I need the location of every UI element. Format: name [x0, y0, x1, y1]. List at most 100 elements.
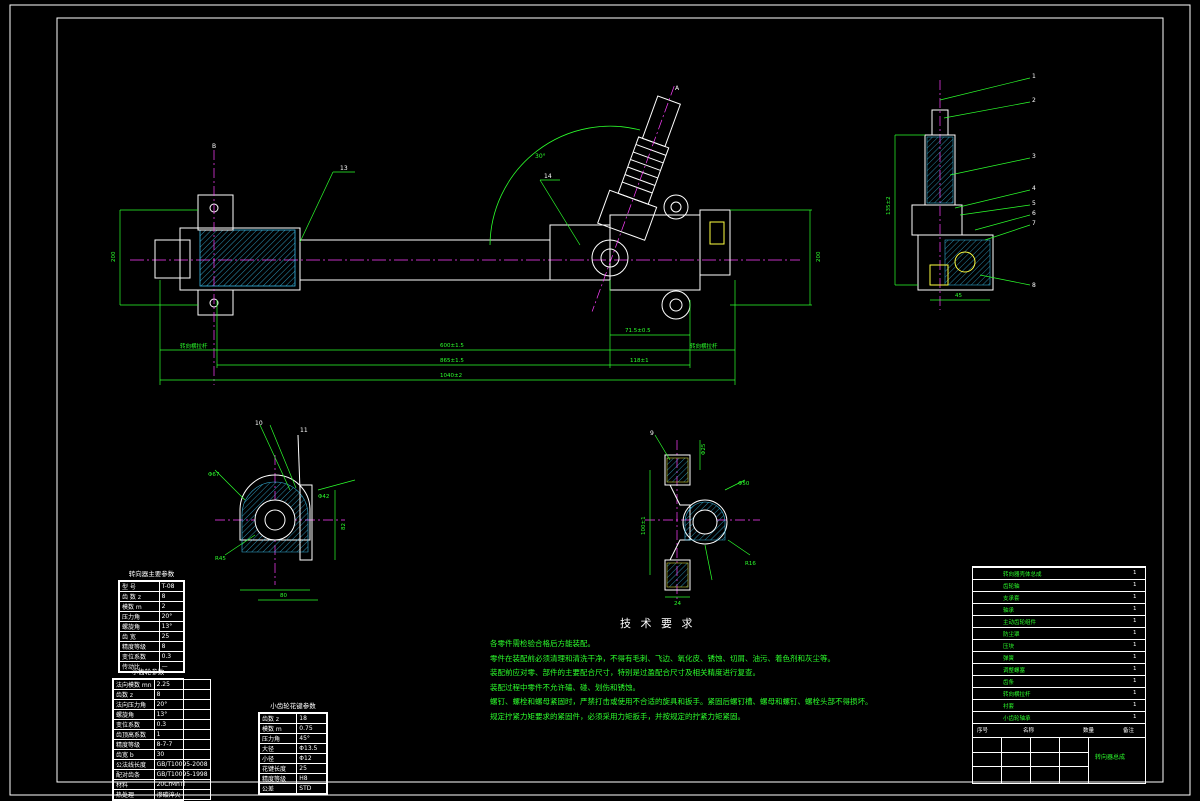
table-cell: 小径 [258, 753, 298, 764]
side-callout-6: 6 [1032, 210, 1036, 217]
angle-label: 30° [535, 153, 546, 160]
right-housing [549, 224, 611, 281]
table-cell: 8-7-7 [153, 739, 211, 750]
dim-left-label: 转向横拉杆 [180, 342, 208, 350]
sec-left-dim-d2: Φ42 [318, 494, 329, 500]
sec-left-dim-d1: Φ67 [208, 472, 220, 478]
table-cell: 0.3 [153, 719, 211, 730]
part-name: 调整螺塞 [1003, 668, 1026, 674]
part-name: 防尘罩 [1003, 632, 1020, 638]
title-block-footer: 转向器总成 [973, 737, 1145, 784]
dim-height-right: 200 [816, 251, 822, 262]
parts-row: 小齿轮轴承 1 [973, 711, 1145, 725]
table-cell: 0.75 [296, 723, 327, 734]
technical-requirements: 技 术 要 求 各零件需检验合格后方能装配。 零件在装配前必须清理和清洗干净，不… [490, 615, 873, 724]
table-cell: 13° [153, 709, 211, 720]
part-qty: 1 [1133, 690, 1137, 696]
header-index: 序号 [977, 728, 989, 734]
table-cell: 压力角 [119, 611, 160, 622]
table-cell: 30 [153, 749, 211, 760]
side-callout-7: 7 [1032, 220, 1036, 227]
angle-arc [489, 125, 641, 246]
pinion-boot [591, 85, 681, 312]
header-note: 备注 [1123, 728, 1135, 734]
dim-center-distance: 865±1.5 [440, 358, 464, 364]
part-name: 弹簧 [1003, 656, 1015, 662]
sec-left-callout-10: 10 [255, 420, 263, 427]
table-cell: GB/T10095-1998 [153, 769, 211, 780]
table-cell: GB/T10095-2008 [153, 759, 211, 770]
table-cell: 18 [296, 713, 327, 724]
part-qty: 1 [1133, 714, 1137, 720]
dim-height-left: 200 [111, 251, 117, 262]
table-cell: 齿数 z [258, 713, 298, 724]
tech-line: 螺钉、螺栓和螺母紧固时，严禁打击或使用不合适的旋具和扳手。紧固后螺钉槽、螺母和螺… [490, 697, 873, 706]
table-cell: 精度等级 [119, 641, 160, 652]
table-cell: H8 [296, 773, 327, 784]
dim-right-label: 转向横拉杆 [690, 342, 718, 350]
callout-13: 13 [340, 165, 348, 172]
table-cell: 法向模数 mn [113, 679, 155, 690]
sec-right-dim-d: Φ50 [738, 481, 750, 487]
table-cell: 材料 [113, 779, 155, 790]
header-qty: 数量 [1083, 728, 1095, 734]
table-cell: 精度等级 [113, 739, 155, 750]
part-name: 主动齿轮组件 [1003, 620, 1037, 626]
table-cell: 大径 [258, 743, 298, 754]
part-qty: 1 [1133, 618, 1137, 624]
side-dim-bottom: 45 [955, 293, 962, 299]
table-cell: 1 [153, 729, 211, 740]
side-callout-2: 2 [1032, 97, 1036, 104]
table-cell: 8 [158, 641, 185, 652]
part-name: 齿条 [1003, 680, 1015, 686]
tech-line: 规定拧紧力矩要求的紧固件，必须采用力矩扳手，并按规定的拧紧力矩紧固。 [490, 711, 745, 721]
part-name: 小齿轮轴承 [1003, 716, 1031, 722]
table-spline-title: 小齿轮花键参数 [270, 702, 316, 710]
side-callout-8: 8 [1032, 282, 1036, 289]
table-steering-title: 转向器主要参数 [128, 570, 175, 578]
part-qty: 1 [1133, 654, 1137, 660]
dim-right-offset: 71.5±0.5 [625, 328, 651, 334]
table-cell: 配对齿条 [113, 769, 155, 780]
dim-bottom-offset: 118±1 [630, 358, 649, 364]
table-cell: 模数 m [119, 601, 160, 612]
signature-grid [973, 738, 1089, 784]
section-right: 9 Φ25 100±1 Φ50 R16 24 [641, 430, 760, 607]
table-cell: 变位系数 [113, 719, 155, 730]
sec-right-dim-top: Φ25 [701, 443, 707, 455]
table-cell: 精度等级 [258, 773, 298, 784]
part-qty: 1 [1133, 702, 1137, 708]
table-cell: T-08 [158, 581, 185, 592]
table-cell: 25 [158, 631, 185, 642]
table-cell: Φ13.5 [296, 743, 327, 754]
part-qty: 1 [1133, 570, 1137, 576]
section-left: 10 11 Φ67 Φ42 R45 82 80 [208, 420, 356, 601]
table-cell: 20° [153, 699, 211, 710]
table-cell: 螺旋角 [113, 709, 155, 720]
table-cell: 齿数 z [113, 689, 155, 700]
table-cell: 压力角 [258, 733, 298, 744]
table-cell: 20CrMnTi [153, 779, 211, 790]
table-cell: 公法线长度 [113, 759, 155, 770]
table-cell: 齿宽 b [113, 749, 155, 760]
table-cell: 45° [296, 733, 327, 744]
tech-line: 零件在装配前必须清理和清洗干净，不得有毛刺、飞边、氧化皮、锈蚀、切屑、油污、着色… [490, 653, 835, 663]
part-qty: 1 [1133, 666, 1137, 672]
table-cell: 2 [158, 601, 185, 612]
table-cell: 型 号 [119, 581, 160, 592]
table-cell: Φ12 [296, 753, 327, 764]
side-view: 1 2 3 4 5 6 7 8 135±2 45 [886, 73, 1036, 310]
table-cell: 25 [296, 763, 327, 774]
table-cell: 2.25 [153, 679, 211, 690]
table-cell: 螺旋角 [119, 621, 160, 632]
table-cell: 齿 宽 [119, 631, 160, 642]
sec-right-dim-r: R16 [745, 561, 756, 567]
callout-a: A [675, 85, 680, 92]
